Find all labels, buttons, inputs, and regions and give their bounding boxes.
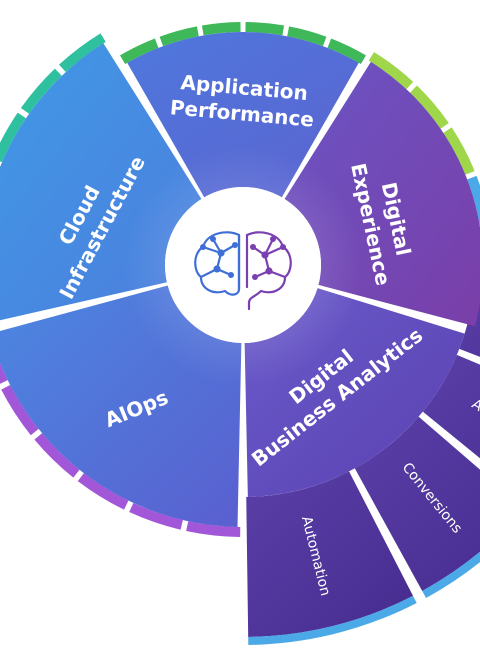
rim-band-application-performance [327,38,366,65]
rim-band-digital-experience [368,52,414,90]
rim-band-application-performance [159,26,199,47]
segment-application-performance[interactable] [127,32,359,198]
rim-band-application-performance [120,38,159,65]
rim-band-aiops [34,433,80,478]
brain-network-icon [194,231,292,311]
sub-segment-1 [354,416,480,591]
rim-band-digital-experience [467,175,480,225]
sub-segment-2 [422,354,480,459]
sub-rim-1 [422,551,480,598]
rim-band-application-performance [201,22,241,36]
rim-band-application-performance [245,22,285,36]
rim-band-aiops [186,521,241,537]
rim-band-cloud-infrastructure [20,68,62,114]
sub-segment-0 [246,471,414,637]
center-circle [165,187,321,343]
rim-band-aiops [1,385,39,436]
rim-band-digital-experience [443,127,475,175]
sub-rim-0 [248,595,417,645]
rim-band-application-performance [287,26,327,47]
rim-band-aiops [129,502,183,530]
rim-band-cloud-infrastructure [0,112,26,163]
rim-band-cloud-infrastructure [59,33,106,73]
rim-band-aiops [0,362,8,384]
rim-band-digital-experience [410,85,449,129]
rim-band-aiops [77,473,129,510]
